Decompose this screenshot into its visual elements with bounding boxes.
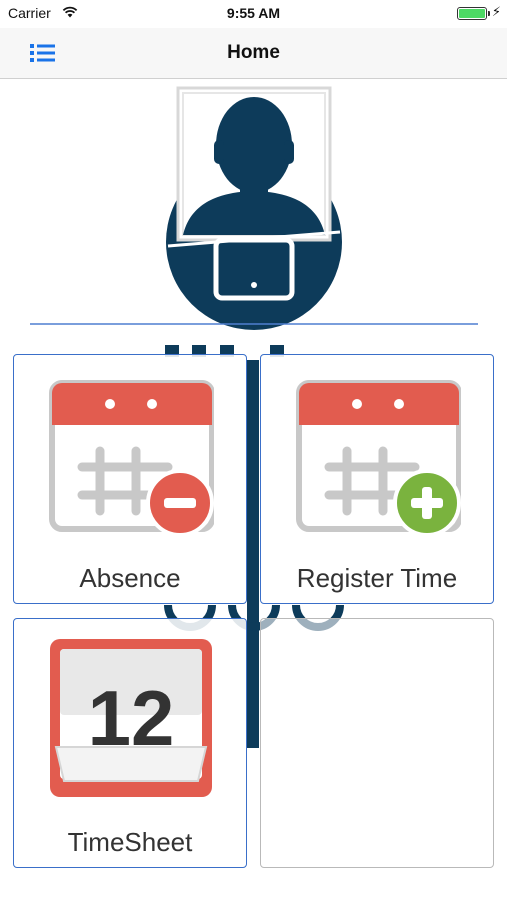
timesheet-label: TimeSheet	[67, 827, 193, 857]
absence-label: Absence	[79, 563, 181, 593]
timesheet-tile[interactable]: 12 TimeSheet	[13, 618, 247, 868]
calendar-day-icon: 12	[50, 639, 212, 797]
empty-tile	[260, 618, 494, 868]
carrier-name: Carrier	[8, 5, 51, 21]
status-bar: Carrier 9:55 AM ⚡	[0, 0, 507, 28]
calendar-day-number: 12	[88, 674, 175, 762]
wifi-icon	[62, 6, 78, 18]
register-time-tile[interactable]: Register Time	[260, 354, 494, 604]
calendar-minus-icon	[49, 380, 214, 535]
list-icon[interactable]	[28, 40, 58, 66]
battery-icon	[457, 7, 490, 20]
charging-icon: ⚡	[491, 4, 501, 19]
status-time: 9:55 AM	[226, 5, 281, 21]
navigation-bar: Home	[0, 28, 507, 79]
page-title: Home	[227, 42, 280, 63]
register-time-label: Register Time	[296, 563, 458, 593]
calendar-plus-icon	[296, 380, 461, 535]
absence-tile[interactable]: Absence	[13, 354, 247, 604]
